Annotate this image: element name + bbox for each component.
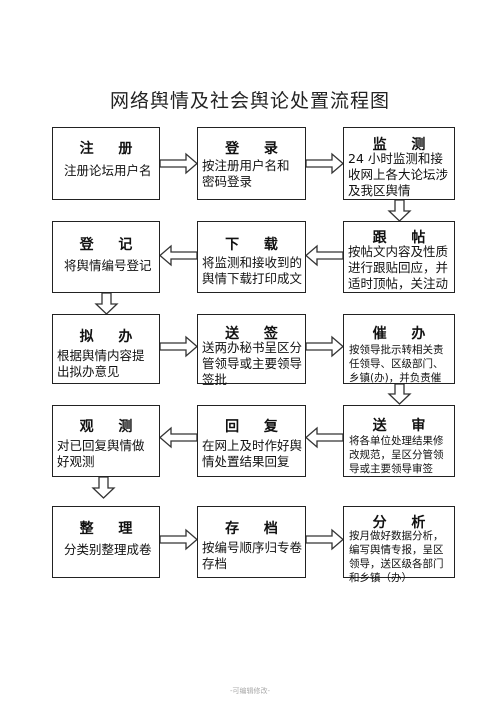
arrow-archive-to-analyze (305, 528, 344, 551)
step-download: 下 载 将监测和接收到的舆情下载打印成文 (197, 221, 306, 293)
step-submit-review-text: 将各单位处理结果修改规范，呈区分管领导或主要领导审签 (349, 435, 444, 475)
step-monitor-text: 24 小时监测和接收网上各大论坛涉及我区舆情 (348, 151, 449, 198)
step-observe-title: 观 测 (79, 419, 143, 435)
step-urge-text: 按领导批示转相关责任领导、区级部门、乡镇(办)，并负责催 (349, 344, 444, 384)
step-observe-text: 对已回复舆情做好观测 (57, 438, 145, 469)
step-organize: 整 理 分类别整理成卷 (52, 506, 160, 578)
step-follow-post-text: 按帖文内容及性质进行跟贴回应，并适时顶帖，关注动 (348, 244, 449, 291)
step-archive: 存 档 按编号顺序归专卷存档 (197, 506, 306, 578)
step-follow-post: 跟 帖 按帖文内容及性质进行跟贴回应，并适时顶帖，关注动 (343, 221, 455, 293)
step-draft-text: 根据舆情内容提出拟办意见 (57, 348, 145, 379)
arrow-urge-to-review (387, 383, 412, 405)
arrow-login-to-monitor (305, 152, 344, 175)
step-record-text: 将舆情编号登记 (64, 258, 152, 273)
arrow-submit-to-urge (305, 335, 344, 358)
arrow-reply-to-observe (159, 426, 198, 449)
step-draft: 拟 办 根据舆情内容提出拟办意见 (52, 314, 160, 384)
arrow-draft-to-submit (159, 335, 198, 358)
step-archive-text: 按编号顺序归专卷存档 (202, 540, 303, 571)
step-draft-title: 拟 办 (79, 329, 143, 345)
arrow-review-to-reply (305, 426, 344, 449)
step-organize-text: 分类别整理成卷 (64, 542, 152, 557)
step-follow-post-title: 跟 帖 (372, 230, 436, 246)
step-register-text: 注册论坛用户名 (64, 163, 152, 178)
page-title: 网络舆情及社会舆论处置流程图 (109, 90, 390, 112)
step-login: 登 录 按注册用户名和密码登录 (197, 127, 306, 200)
step-reply-text: 在网上及时作好舆情处置结果回复 (202, 438, 303, 469)
step-submit-approval: 送 签 送两办秘书呈区分管领导或主要领导签批 (197, 314, 306, 387)
step-observe: 观 测 对已回复舆情做好观测 (52, 405, 160, 477)
arrow-download-to-record (159, 244, 198, 267)
step-analyze: 分 析 按月做好数据分析，编写舆情专报，呈区领导，送区级各部门和乡镇（办） (343, 506, 455, 584)
step-submit-review: 送 审 将各单位处理结果修改规范，呈区分管领导或主要领导审签 (343, 405, 455, 477)
step-archive-title: 存 档 (225, 521, 288, 537)
arrow-monitor-to-follow (387, 199, 412, 222)
step-urge: 催 办 按领导批示转相关责任领导、区级部门、乡镇(办)，并负责催 (343, 314, 455, 384)
step-urge-title: 催 办 (372, 326, 436, 342)
arrow-organize-to-archive (159, 528, 198, 551)
page-footer: -可编辑修改- (229, 687, 271, 695)
step-download-title: 下 载 (225, 237, 288, 253)
step-monitor: 监 测 24 小时监测和接收网上各大论坛涉及我区舆情 (343, 127, 455, 200)
arrow-follow-to-download (305, 244, 344, 267)
step-login-text: 按注册用户名和密码登录 (202, 158, 290, 189)
step-reply: 回 复 在网上及时作好舆情处置结果回复 (197, 405, 306, 477)
arrow-record-to-draft (94, 292, 119, 315)
step-record-title: 登 记 (79, 237, 143, 253)
step-analyze-title: 分 析 (372, 515, 436, 531)
arrow-register-to-login (159, 152, 198, 175)
step-submit-approval-text: 送两办秘书呈区分管领导或主要领导签批 (202, 340, 303, 387)
step-reply-title: 回 复 (225, 419, 288, 435)
step-organize-title: 整 理 (79, 521, 143, 537)
step-submit-approval-title: 送 签 (225, 326, 288, 342)
step-monitor-title: 监 测 (372, 137, 436, 153)
step-analyze-text: 按月做好数据分析，编写舆情专报，呈区领导，送区级各部门和乡镇（办） (349, 530, 444, 584)
step-register: 注 册 注册论坛用户名 (52, 127, 160, 200)
step-download-text: 将监测和接收到的舆情下载打印成文 (202, 255, 303, 286)
step-submit-review-title: 送 审 (372, 418, 436, 434)
arrow-observe-to-organize (91, 476, 116, 499)
step-record: 登 记 将舆情编号登记 (52, 221, 160, 293)
step-register-title: 注 册 (79, 141, 143, 157)
step-login-title: 登 录 (225, 141, 288, 157)
